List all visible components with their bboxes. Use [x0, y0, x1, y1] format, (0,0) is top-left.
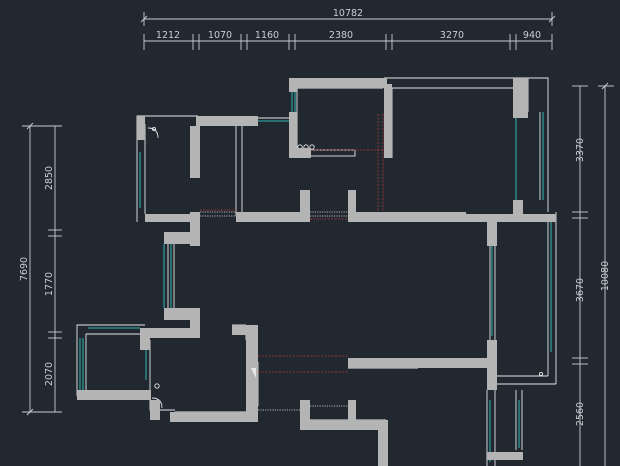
top-dimension-3: 1160 — [255, 30, 279, 41]
right-dimension-2: 3670 — [575, 278, 586, 302]
top-dimension-group: 10782 1212 1070 1160 2380 3270 940 — [140, 8, 556, 50]
walls — [77, 78, 556, 466]
right-overall-dimension: 10080 — [600, 261, 611, 291]
room-outlines — [76, 77, 557, 466]
top-dimension-1: 1212 — [156, 30, 180, 41]
left-dimension-2: 1770 — [44, 272, 55, 296]
door-openings — [200, 211, 348, 411]
windows — [79, 92, 552, 462]
left-dimension-3: 2070 — [44, 362, 55, 386]
top-dimension-4: 2380 — [329, 30, 353, 41]
right-dimension-group: 10080 3370 3670 2560 — [572, 82, 614, 466]
entry-marker — [251, 368, 256, 378]
left-dimension-1: 2850 — [44, 166, 55, 190]
top-dimension-2: 1070 — [208, 30, 232, 41]
hidden-lines — [200, 114, 384, 373]
right-dimension-3: 2560 — [575, 402, 586, 426]
left-overall-dimension: 7690 — [19, 257, 30, 281]
top-overall-dimension: 10782 — [333, 8, 363, 19]
top-dimension-5: 3270 — [440, 30, 464, 41]
top-dimension-6: 940 — [523, 30, 541, 41]
left-dimension-group: 7690 2850 1770 2070 — [19, 122, 62, 416]
right-dimension-1: 3370 — [575, 138, 586, 162]
